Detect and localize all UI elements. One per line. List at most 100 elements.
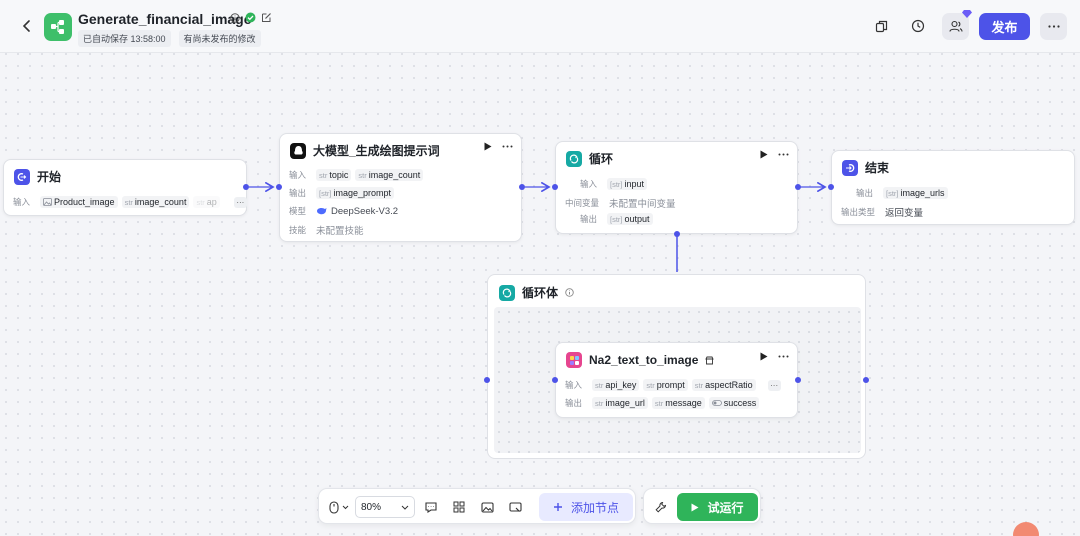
back-button[interactable] [18, 16, 36, 36]
loop-icon [566, 150, 582, 167]
llm-model-value: DeepSeek-V3.2 [331, 205, 399, 217]
more-menu-button[interactable] [1040, 13, 1067, 40]
workflow-title: Generate_financial_image [78, 11, 252, 27]
end-icon [842, 159, 858, 176]
debug-tools-button[interactable] [652, 497, 670, 517]
comment-button[interactable] [423, 497, 439, 517]
copy-button[interactable] [869, 14, 893, 38]
history-icon [911, 19, 925, 33]
plugin-output-port[interactable] [795, 377, 801, 383]
more-horizontal-icon[interactable] [778, 355, 789, 358]
llm-output-chip: [str]image_prompt [316, 187, 395, 199]
loop-mid-label: 中间变量 [565, 198, 600, 208]
toggle-icon [711, 400, 722, 406]
more-horizontal-icon[interactable] [502, 145, 513, 148]
unpublished-badge: 有尚未发布的修改 [178, 30, 261, 47]
llm-model-label: 模型 [289, 206, 307, 216]
play-icon[interactable] [760, 352, 768, 361]
loop-input-port[interactable] [552, 184, 558, 190]
start-input-chip: Product_image [40, 196, 118, 208]
loop-icon [499, 284, 515, 301]
loop-mid-value: 未配置中间变量 [609, 199, 676, 210]
plugin-input-port[interactable] [552, 377, 558, 383]
chevron-down-icon [401, 505, 409, 510]
store-icon [705, 356, 715, 364]
model-icon [290, 142, 306, 159]
history-button[interactable] [906, 14, 930, 38]
add-node-button[interactable]: 添加节点 [539, 493, 633, 521]
llm-input-port[interactable] [276, 184, 282, 190]
llm-node-title: 大模型_生成绘图提示词 [313, 144, 440, 158]
llm-skill-value: 未配置技能 [316, 226, 364, 237]
diamond-icon [962, 10, 972, 18]
test-run-button[interactable]: 试运行 [677, 493, 758, 521]
assistant-avatar[interactable] [1013, 522, 1039, 536]
plugin-output-chip: success [708, 397, 760, 409]
autosave-badge: 已自动保存 13:58:00 [78, 30, 171, 47]
plugin-node-title: Na2_text_to_image [589, 353, 699, 367]
plugin-input-label: 输入 [565, 380, 583, 390]
play-icon[interactable] [484, 142, 492, 151]
deepseek-icon [317, 207, 327, 215]
info-icon[interactable] [230, 12, 240, 26]
start-output-port[interactable] [243, 184, 249, 190]
minimap-button[interactable] [479, 497, 495, 517]
loop-body-port[interactable] [674, 231, 680, 237]
loop-node-title: 循环 [589, 152, 614, 166]
users-icon [948, 20, 963, 32]
start-icon [14, 168, 30, 185]
collaborators-button[interactable] [942, 10, 972, 40]
more-inputs-button[interactable]: ··· [767, 379, 781, 391]
end-output-chip: [str]image_urls [883, 187, 948, 199]
wrench-icon [655, 501, 667, 513]
loop-input-chip: [str]input [607, 178, 648, 190]
more-horizontal-icon[interactable] [778, 153, 789, 156]
chevron-down-icon [342, 505, 349, 509]
fit-view-button[interactable] [507, 497, 523, 517]
copy-icon [875, 20, 887, 32]
start-node-title: 开始 [37, 170, 62, 184]
layout-icon [453, 501, 465, 513]
workflow-app-icon [44, 13, 72, 41]
loop-input-label: 输入 [580, 179, 598, 189]
loop-output-port[interactable] [795, 184, 801, 190]
more-horizontal-icon [1047, 25, 1060, 28]
end-input-port[interactable] [828, 184, 834, 190]
start-input-label: 输入 [13, 197, 31, 207]
zoom-select[interactable]: 80% [355, 496, 415, 518]
loop-body-exit-port[interactable] [863, 377, 869, 383]
more-inputs-button[interactable]: ··· [233, 196, 247, 208]
plugin-output-label: 输出 [565, 398, 583, 408]
end-output-type-label: 输出类型 [841, 207, 876, 217]
loop-output-label: 输出 [580, 214, 598, 224]
edit-icon[interactable] [261, 12, 272, 26]
llm-output-label: 输出 [289, 188, 307, 198]
canvas-toolbar: 80% 添加节点 [318, 488, 636, 524]
chevron-left-icon [23, 20, 30, 32]
play-icon[interactable] [760, 150, 768, 159]
loop-body-entry-port[interactable] [484, 377, 490, 383]
llm-skill-label: 技能 [289, 225, 307, 235]
publish-button[interactable]: 发布 [979, 13, 1030, 40]
info-icon[interactable] [565, 288, 574, 297]
end-output-label: 输出 [856, 188, 874, 198]
mouse-icon [329, 500, 339, 514]
loop-node[interactable]: 循环 输入 [str]input 中间变量 未配置中间变量 输出 [str]ou… [555, 141, 798, 234]
llm-output-port[interactable] [519, 184, 525, 190]
end-node[interactable]: 结束 输出 [str]image_urls 输出类型 返回变量 [831, 150, 1075, 225]
auto-layout-button[interactable] [451, 497, 467, 517]
plus-icon [553, 503, 562, 511]
image-icon [43, 198, 52, 206]
image-icon [480, 501, 494, 513]
interaction-mode-button[interactable] [327, 497, 351, 517]
plugin-image-icon [566, 352, 582, 368]
